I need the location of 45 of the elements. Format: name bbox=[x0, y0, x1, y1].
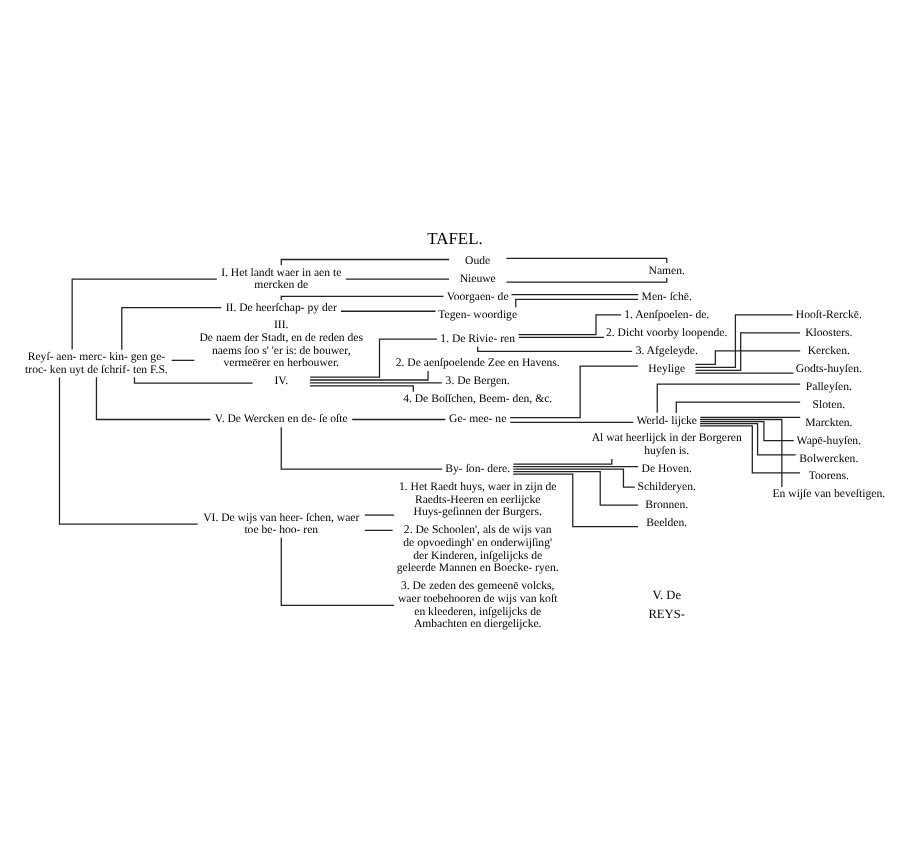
connector bbox=[71, 277, 218, 350]
connector bbox=[512, 472, 639, 527]
connector bbox=[351, 417, 446, 420]
connector bbox=[699, 424, 801, 473]
connector bbox=[512, 457, 613, 464]
connector bbox=[699, 419, 795, 441]
connector bbox=[694, 349, 801, 364]
connector bbox=[121, 305, 223, 350]
connector bbox=[505, 256, 668, 263]
connector bbox=[309, 384, 414, 392]
connector bbox=[345, 277, 450, 279]
connector bbox=[509, 420, 635, 422]
connector bbox=[477, 345, 633, 351]
connector bbox=[280, 536, 395, 605]
connector bbox=[517, 313, 622, 335]
connector bbox=[340, 309, 437, 311]
connector bbox=[505, 276, 668, 282]
connector bbox=[364, 528, 394, 531]
connector bbox=[694, 371, 795, 373]
connector bbox=[510, 292, 639, 295]
connector bbox=[509, 364, 639, 418]
connector bbox=[694, 331, 801, 370]
connector bbox=[699, 422, 797, 455]
connector bbox=[171, 358, 195, 360]
connector bbox=[515, 297, 639, 307]
connector bbox=[512, 465, 639, 467]
diagram-title: TAFEL. bbox=[427, 226, 483, 247]
connector bbox=[675, 400, 801, 413]
connector bbox=[699, 415, 801, 417]
connector bbox=[518, 335, 605, 338]
connector bbox=[280, 257, 450, 265]
connector bbox=[512, 469, 639, 505]
connector bbox=[309, 337, 438, 377]
connector bbox=[280, 294, 445, 300]
connector bbox=[512, 467, 636, 487]
connector bbox=[309, 381, 443, 383]
connector bbox=[280, 425, 443, 469]
connector bbox=[656, 382, 801, 413]
connector bbox=[699, 417, 783, 487]
connector bbox=[95, 375, 211, 420]
connector bbox=[364, 513, 395, 515]
connector bbox=[694, 313, 794, 367]
connector bbox=[58, 375, 199, 524]
connector bbox=[133, 375, 254, 383]
connector bbox=[309, 369, 429, 380]
